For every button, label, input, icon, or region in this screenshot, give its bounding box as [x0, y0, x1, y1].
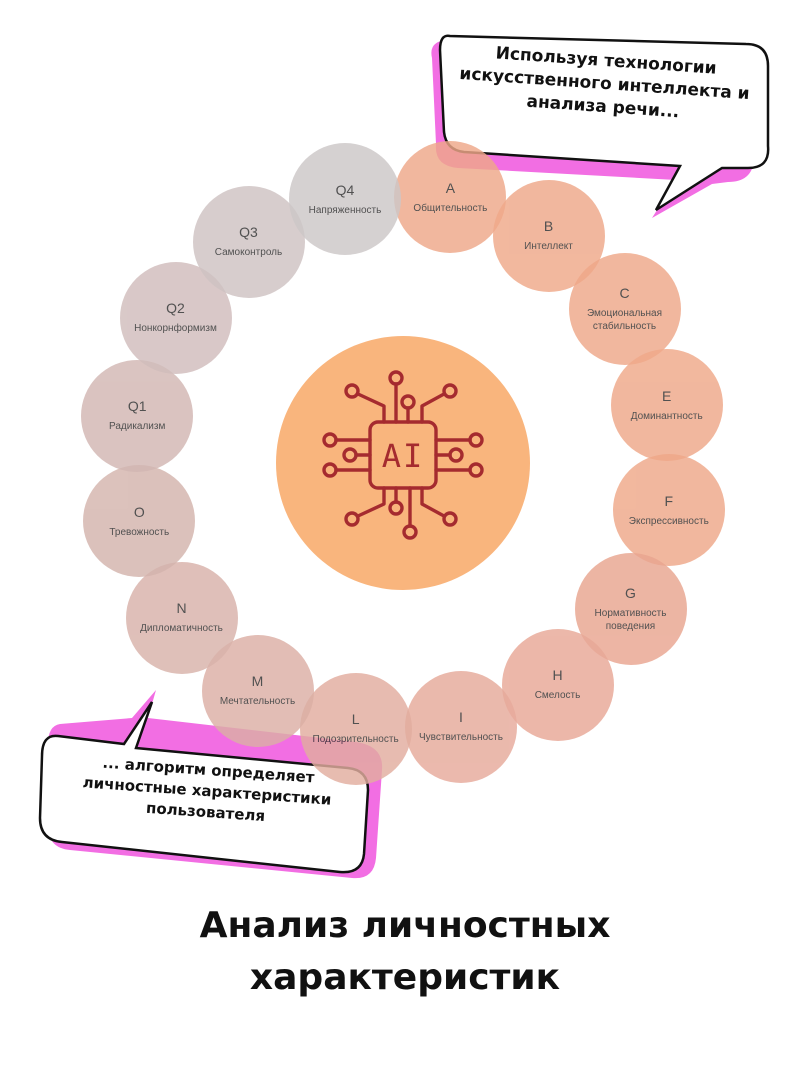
speech-bubble-top-body [438, 34, 770, 212]
factor-label: Чувствительность [419, 732, 503, 744]
speech-bubble-bottom [38, 690, 383, 879]
factor-circle-m: M Мечтательность [201, 634, 314, 747]
factor-circle-h: H Смелость [501, 628, 614, 741]
factor-label: Общительность [413, 202, 488, 214]
factor-label: Интеллект [524, 241, 573, 252]
factor-label: Экспрессивность [628, 515, 709, 527]
factor-code: C [619, 284, 630, 301]
factor-circle-n: N Дипломатичность [125, 561, 238, 674]
speech-bubble-top [431, 34, 770, 218]
factor-label: Смелость [534, 690, 581, 701]
factor-code: N [176, 600, 187, 616]
factor-label: Дипломатичность [140, 623, 223, 634]
factor-circle-l: L Подозрительность [299, 672, 412, 785]
factor-label: Нормативность поведения [594, 607, 667, 632]
factor-label: Нонкорнформизм [134, 323, 217, 334]
page-title: Анализ личностных характеристик [0, 900, 810, 1004]
factor-code: Q4 [335, 181, 355, 198]
factor-code: I [459, 709, 463, 726]
factor-code: M [251, 673, 264, 689]
factor-label: Напряженность [308, 204, 382, 216]
factor-code: G [625, 584, 636, 601]
factor-code: E [662, 387, 672, 404]
factor-code: H [552, 667, 563, 683]
factor-circle-e: E Доминантность [610, 349, 723, 461]
factor-label: Доминантность [630, 410, 703, 422]
factor-circle-i: I Чувствительность [405, 670, 517, 783]
factor-code: A [445, 179, 456, 196]
factor-circle-b: B Интеллект [492, 179, 605, 292]
ai-chip-label: AI [382, 437, 425, 475]
factor-label: Мечтательность [219, 696, 296, 707]
factor-code: F [664, 492, 674, 509]
page-title-line: характеристик [249, 957, 561, 998]
page-title-line: Анализ личностных [199, 905, 611, 946]
factor-circle-f: F Экспрессивность [612, 454, 725, 567]
ai-chip-icon: AI [322, 370, 484, 540]
factor-label: Эмоциональная стабильность [586, 307, 662, 332]
factor-label: Подозрительность [312, 734, 399, 746]
factor-code: L [351, 711, 360, 728]
factor-code: O [133, 503, 145, 520]
factor-code: B [543, 218, 554, 234]
factor-circle-a: A Общительность [394, 141, 507, 254]
factor-circle-c: C Эмоциональная стабильность [568, 252, 681, 365]
factor-label: Тревожность [109, 526, 170, 538]
factor-label: Самоконтроль [214, 247, 283, 258]
factor-circle-o: O Тревожность [83, 465, 196, 577]
factor-code: Q2 [166, 300, 185, 316]
factor-code: Q3 [239, 224, 258, 240]
factor-label: Радикализм [109, 421, 166, 433]
factor-code: Q1 [127, 398, 147, 415]
